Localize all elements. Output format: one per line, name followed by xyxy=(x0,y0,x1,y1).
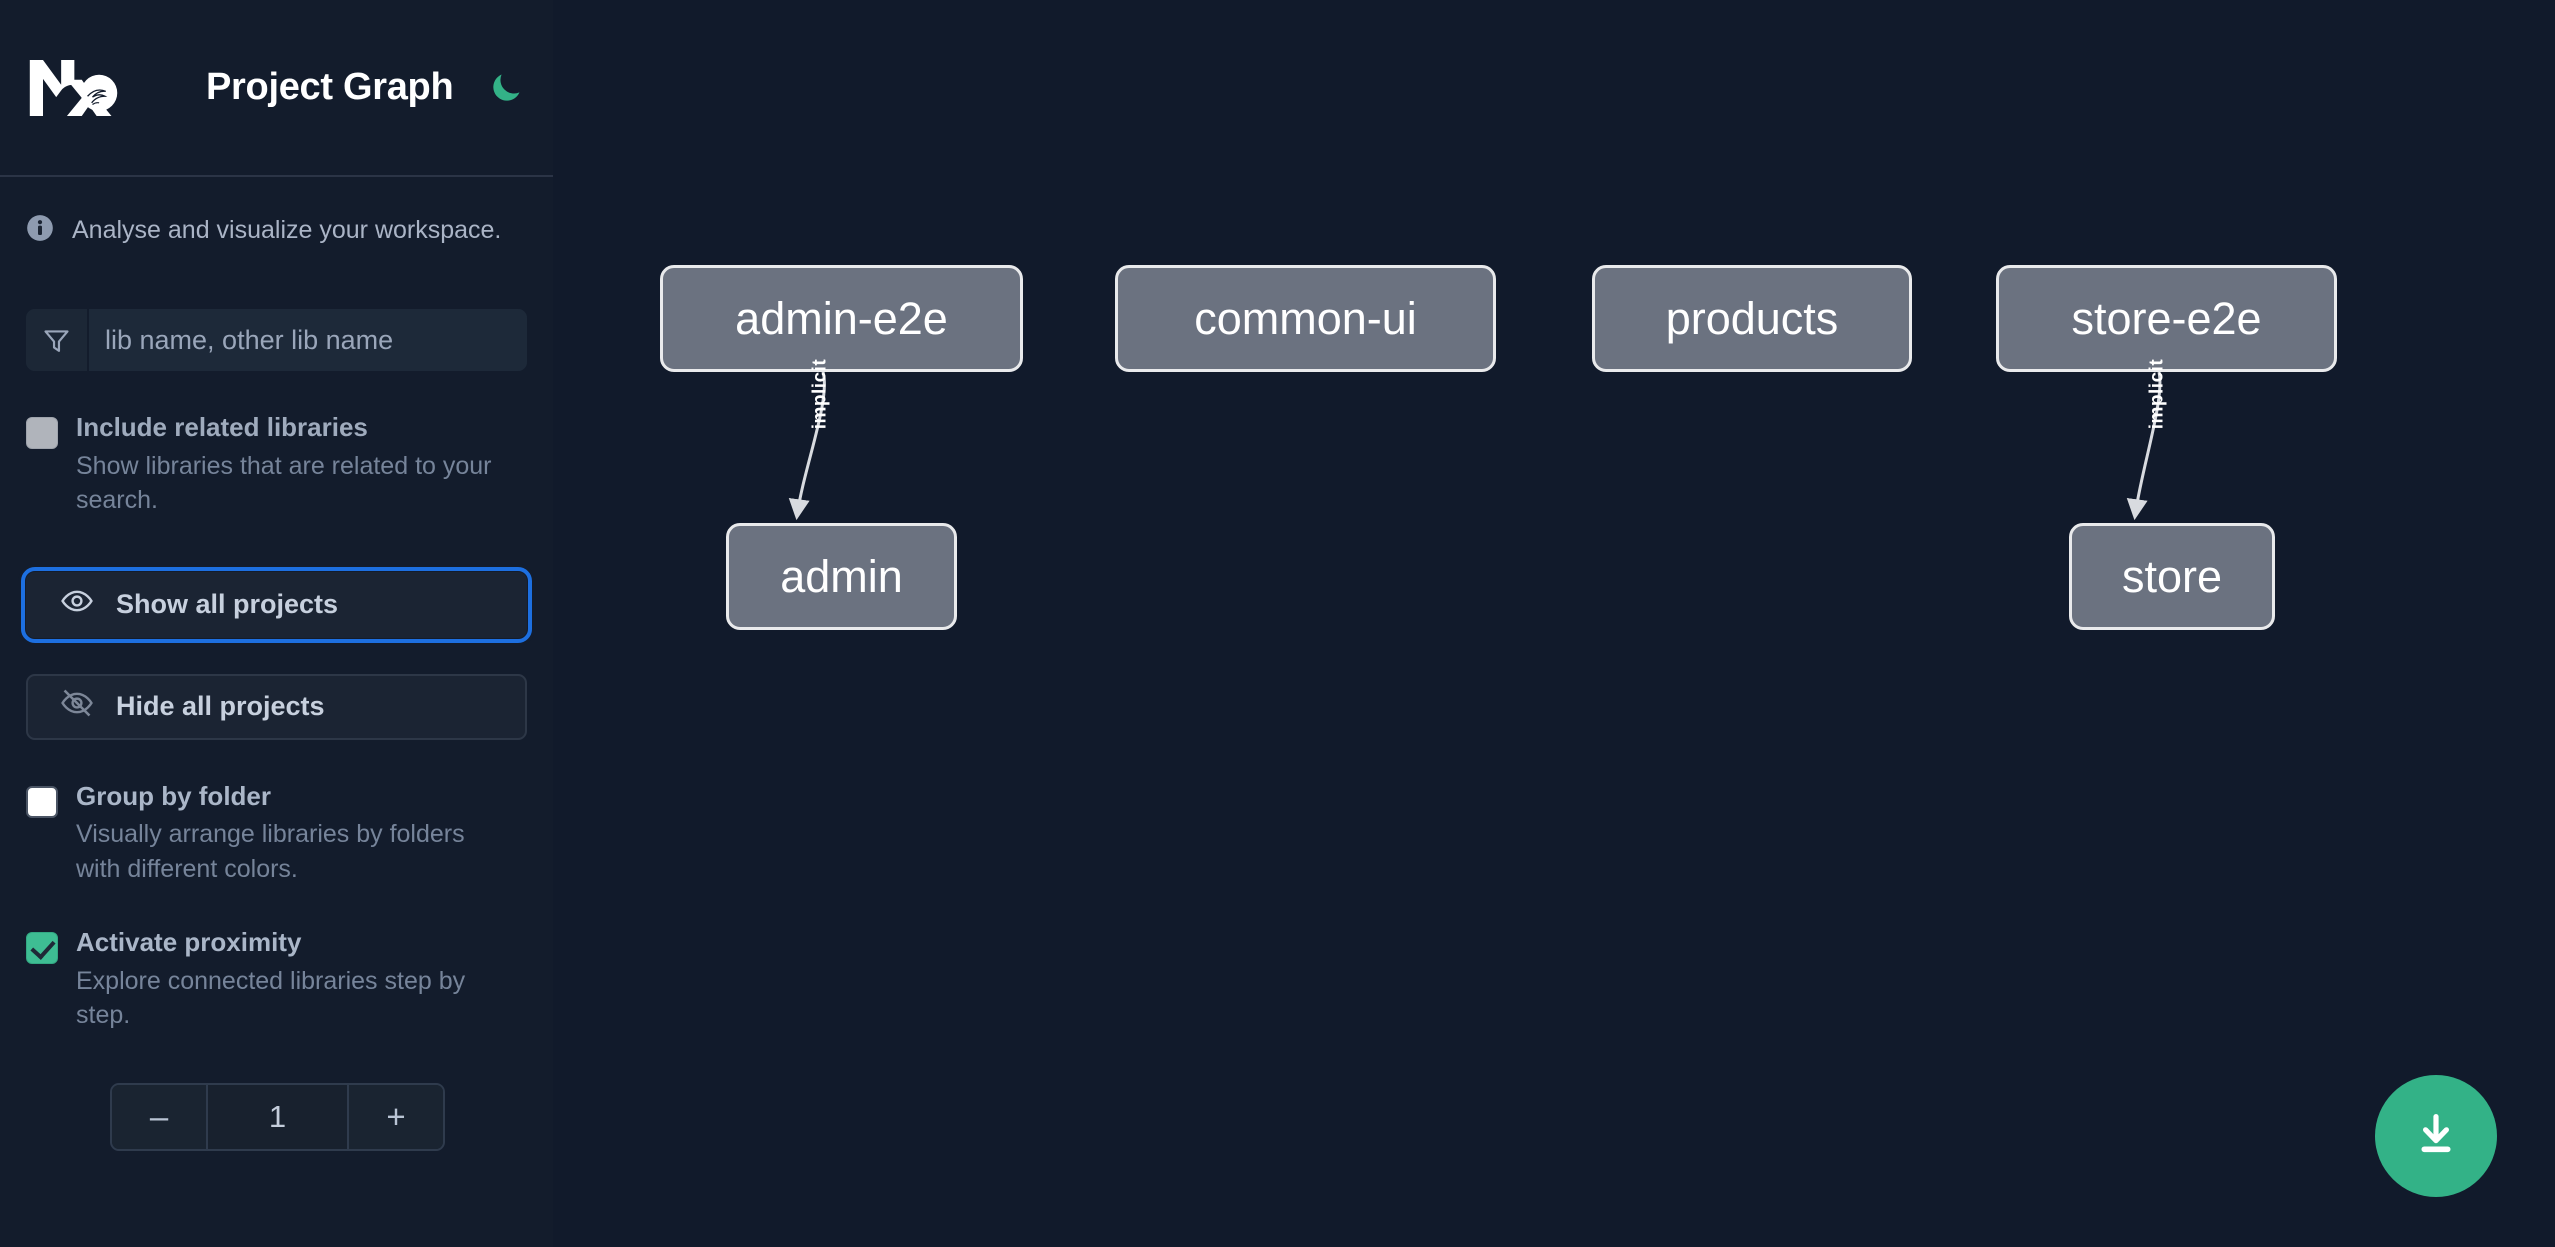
option-activate-proximity[interactable]: Activate proximity Explore connected lib… xyxy=(26,928,527,1033)
moon-icon[interactable] xyxy=(485,67,527,109)
sidebar: Project Graph Analyse and visualize your… xyxy=(0,0,553,1247)
search-field[interactable] xyxy=(26,309,527,371)
option-include-related-libraries[interactable]: Include related libraries Show libraries… xyxy=(26,413,527,518)
eye-icon xyxy=(60,584,94,625)
proximity-decrement-button[interactable]: – xyxy=(112,1084,208,1149)
show-all-projects-button[interactable]: Show all projects xyxy=(21,566,532,643)
hide-all-projects-button[interactable]: Hide all projects xyxy=(26,673,527,740)
info-text: Analyse and visualize your workspace. xyxy=(72,216,502,244)
include-related-libraries-description: Show libraries that are related to your … xyxy=(76,451,492,515)
group-by-folder-label: Group by folder xyxy=(76,780,271,811)
options-group-top: Include related libraries Show libraries… xyxy=(0,413,553,518)
download-button[interactable] xyxy=(2375,1075,2497,1197)
graph-node-admin-e2e[interactable]: admin-e2e xyxy=(660,265,1023,372)
sidebar-header: Project Graph xyxy=(0,0,553,177)
hide-all-projects-label: Hide all projects xyxy=(116,691,325,722)
include-related-libraries-checkbox xyxy=(26,417,58,449)
info-icon xyxy=(26,214,54,247)
sidebar-body: Analyse and visualize your workspace. In… xyxy=(0,177,553,1151)
graph-node-common-ui[interactable]: common-ui xyxy=(1115,265,1496,372)
proximity-value: 1 xyxy=(208,1084,347,1149)
eye-off-icon xyxy=(60,686,94,727)
option-group-by-folder[interactable]: Group by folder Visually arrange librari… xyxy=(26,780,527,887)
proximity-stepper: – 1 + xyxy=(110,1082,445,1151)
proximity-increment-button[interactable]: + xyxy=(347,1084,443,1149)
page-title: Project Graph xyxy=(206,66,454,108)
edge-label-admin-e2e-admin: implicit xyxy=(809,358,831,430)
graph-canvas[interactable]: admin-e2e common-ui products store-e2e admin… xyxy=(553,0,2555,1247)
activate-proximity-label: Activate proximity xyxy=(76,927,302,958)
group-by-folder-description: Visually arrange libraries by folders wi… xyxy=(76,820,465,883)
activate-proximity-checkbox[interactable] xyxy=(26,932,58,965)
filter-icon xyxy=(26,309,89,371)
activate-proximity-description: Explore connected libraries step by step… xyxy=(76,966,466,1030)
show-all-projects-label: Show all projects xyxy=(116,589,339,620)
edge-label-store-e2e-store: implicit xyxy=(2146,358,2168,430)
graph-node-admin[interactable]: admin xyxy=(726,523,957,630)
search-input[interactable] xyxy=(89,309,527,371)
graph-node-store[interactable]: store xyxy=(2069,523,2275,630)
include-related-libraries-label: Include related libraries xyxy=(76,412,368,442)
graph-node-store-e2e[interactable]: store-e2e xyxy=(1996,265,2337,372)
group-by-folder-checkbox[interactable] xyxy=(26,785,58,818)
graph-node-products[interactable]: products xyxy=(1592,265,1912,372)
options-group-bottom: Group by folder Visually arrange librari… xyxy=(0,780,553,1033)
download-icon xyxy=(2410,1109,2462,1164)
nx-logo-icon xyxy=(26,55,126,121)
visibility-buttons: Show all projects Hide all projects xyxy=(0,566,553,740)
workspace-info: Analyse and visualize your workspace. xyxy=(0,177,553,247)
